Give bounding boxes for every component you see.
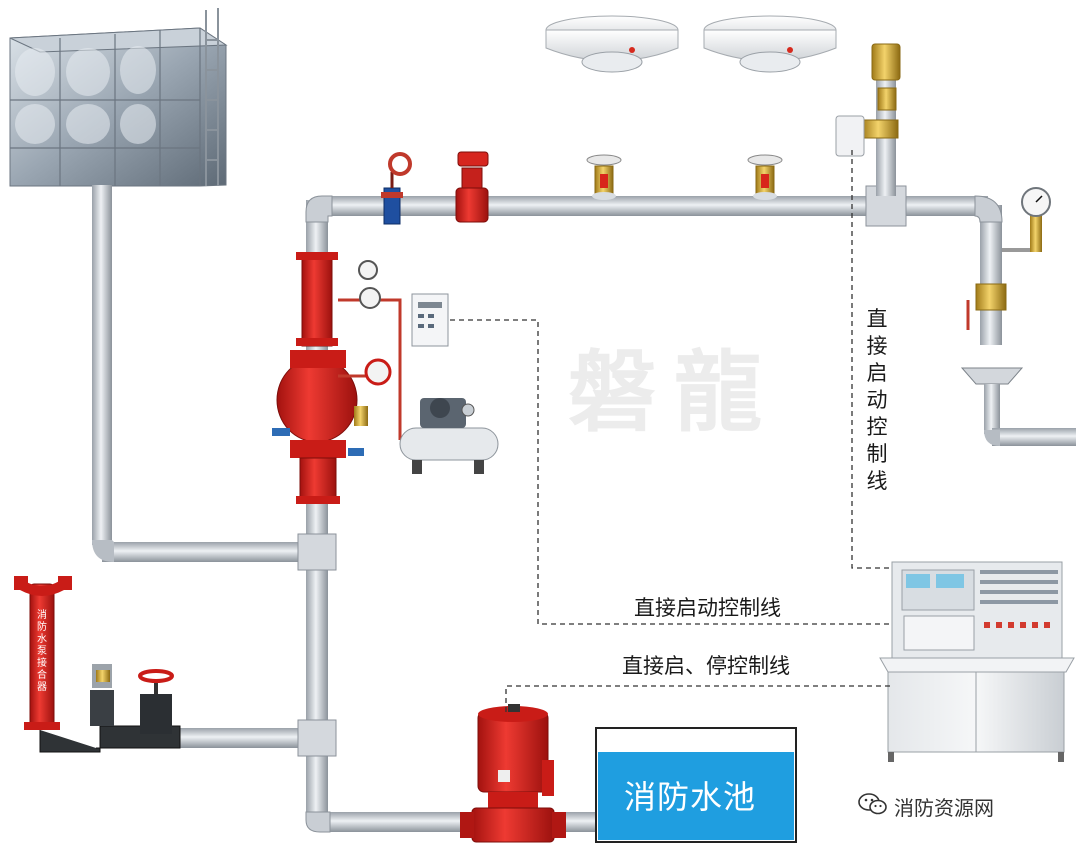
signal-gate-valve (455, 151, 489, 223)
drain-funnel (960, 367, 1076, 446)
pressure-switch (835, 115, 865, 157)
exhaust-valve (861, 43, 901, 139)
vertical-control-line-label: 直接启动控制线 (866, 307, 888, 493)
smoke-detector-2 (703, 15, 837, 73)
brand-mark: 消防资源网 (858, 792, 994, 821)
fire-alarm-control-cabinet (879, 561, 1075, 762)
pump-connector-label: 消防水泵接合器 (37, 610, 47, 693)
sprinkler-head-1 (586, 154, 622, 200)
fire-pool-label: 消防水池 (624, 778, 757, 816)
start-stop-line-label: 直接启、停控制线 (622, 654, 790, 678)
alarm-control-box (411, 293, 449, 347)
sprinkler-head-2 (747, 154, 783, 200)
watermark: 磐龍 (568, 340, 781, 444)
air-compressor (399, 398, 499, 474)
pump-adapter-group (14, 576, 181, 753)
end-test-device (966, 187, 1051, 330)
smoke-detector-1 (545, 15, 679, 73)
control-lines (450, 150, 892, 712)
water-tank (9, 8, 228, 187)
direct-start-line-label: 直接启动控制线 (634, 596, 781, 620)
butterfly-valve (381, 152, 412, 225)
fire-pump (460, 704, 566, 843)
wechat-icon (858, 792, 888, 821)
brand-name: 消防资源网 (894, 796, 994, 820)
alarm-valve-assembly (272, 252, 402, 504)
fire-pool (595, 727, 797, 843)
